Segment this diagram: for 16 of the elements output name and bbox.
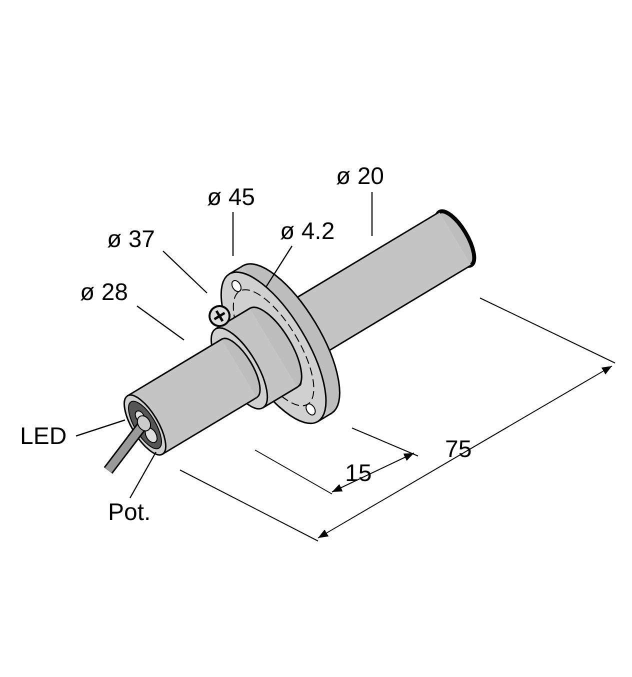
leader-line bbox=[162, 250, 208, 294]
leader-line bbox=[136, 306, 184, 340]
leader-line bbox=[371, 192, 373, 236]
dimension-value: 15 bbox=[345, 462, 372, 486]
leader-line bbox=[232, 212, 234, 256]
dimension-text: LED bbox=[20, 425, 67, 449]
leader-line bbox=[76, 419, 126, 437]
leader-line bbox=[129, 452, 157, 498]
dimension-text: ø 20 bbox=[336, 165, 384, 189]
dimension-value: 75 bbox=[445, 438, 472, 462]
dimension-text: ø 37 bbox=[107, 228, 156, 252]
dimension-text: ø 28 bbox=[80, 281, 128, 305]
leader-line bbox=[266, 246, 292, 288]
dimension-text: ø 45 bbox=[207, 186, 256, 210]
dimension-text: ø 4.2 bbox=[280, 220, 335, 244]
dimension-text: Pot. bbox=[108, 501, 151, 525]
